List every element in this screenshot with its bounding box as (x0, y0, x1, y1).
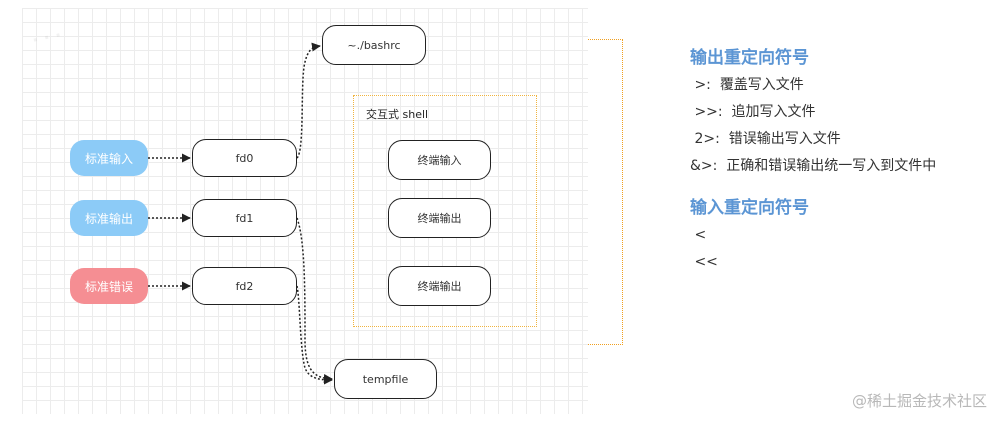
pill-stderr: 标准错误 (70, 268, 148, 304)
input-symbol: << (694, 254, 718, 270)
output-item: &>: 正确和错误输出统一写入到文件中 (690, 153, 996, 180)
output-text: 正确和错误输出统一写入到文件中 (726, 158, 937, 174)
output-text: 追加写入文件 (731, 104, 816, 120)
input-redirection-title: 输入重定向符号 (690, 198, 809, 218)
pill-stdin-label: 标准输入 (84, 151, 133, 166)
node-fd0-label: fd0 (235, 151, 254, 165)
node-bashrc-label: ~./bashrc (347, 38, 401, 52)
node-fd0: fd0 (192, 139, 297, 177)
output-symbol: >>: (694, 104, 723, 120)
pill-stdout-label: 标准输出 (84, 211, 133, 226)
node-tempfile-label: tempfile (362, 372, 409, 386)
node-tempfile: tempfile (334, 359, 437, 399)
output-symbol: >: (694, 77, 711, 93)
pill-stdout: 标准输出 (70, 200, 148, 236)
node-terminal-input: 终端输入 (388, 140, 491, 180)
interactive-shell-box: 交互式 shell (353, 95, 537, 327)
link-fd0-bashrc (296, 42, 321, 159)
output-symbol: &>: (690, 158, 718, 174)
bracket-outline (588, 39, 623, 345)
terminal-input-label: 终端输入 (417, 154, 462, 167)
node-terminal-output-1: 终端输出 (388, 198, 491, 238)
diagram-canvas: · · · (22, 8, 588, 414)
output-item: 2>: 错误输出写入文件 (690, 126, 996, 153)
input-item: << (690, 249, 996, 276)
output-item: >: 覆盖写入文件 (690, 72, 996, 99)
pill-stderr-label: 标准错误 (84, 279, 133, 294)
node-fd1: fd1 (192, 199, 297, 237)
shell-title: 交互式 shell (366, 108, 429, 121)
node-bashrc: ~./bashrc (322, 25, 426, 65)
input-item: < (690, 222, 996, 249)
output-item: >>: 追加写入文件 (690, 99, 996, 126)
node-fd2-label: fd2 (235, 279, 254, 293)
output-text: 错误输出写入文件 (728, 131, 841, 147)
output-symbol: 2>: (694, 131, 720, 147)
output-redirection-title: 输出重定向符号 (690, 48, 809, 68)
redirection-legend: 输出重定向符号 >: 覆盖写入文件 >>: 追加写入文件 2>: 错误输出写入文… (690, 44, 996, 276)
node-fd2: fd2 (192, 267, 297, 305)
terminal-output-2-label: 终端输出 (417, 280, 462, 293)
pill-stdin: 标准输入 (70, 140, 148, 176)
input-symbol: < (694, 227, 707, 243)
node-fd1-label: fd1 (235, 211, 254, 225)
link-fd2-tempfile (296, 285, 333, 385)
terminal-output-1-label: 终端输出 (417, 212, 462, 225)
site-watermark: @稀土掘金技术社区 (851, 392, 987, 410)
output-text: 覆盖写入文件 (719, 77, 804, 93)
node-terminal-output-2: 终端输出 (388, 266, 491, 306)
link-fd1-tempfile (296, 217, 333, 384)
